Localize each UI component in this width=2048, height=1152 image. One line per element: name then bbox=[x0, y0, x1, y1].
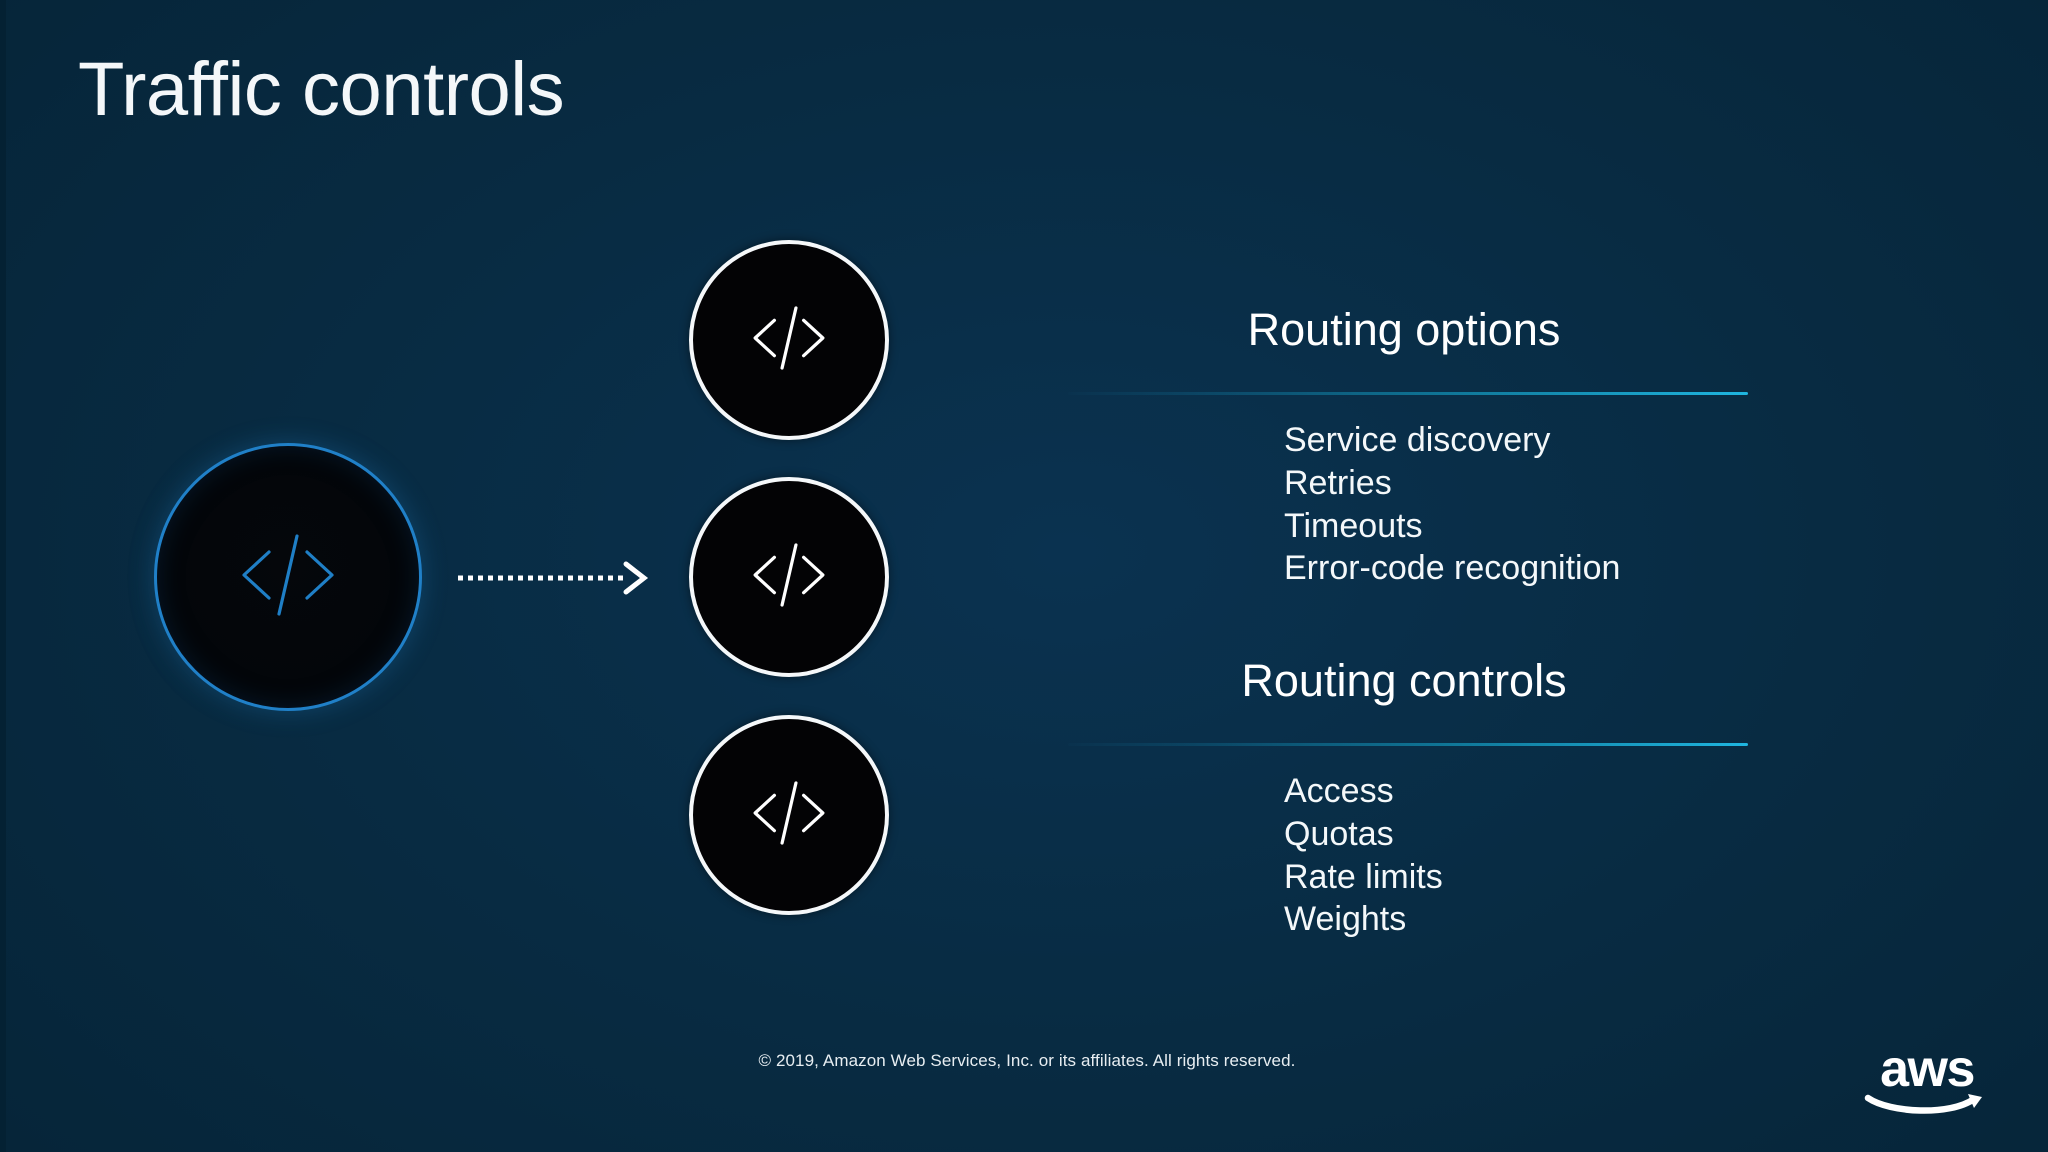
list-item: Timeouts bbox=[1284, 506, 1423, 545]
group-divider bbox=[1068, 392, 1748, 396]
routing-controls-list: Access Quotas Rate limits Weights bbox=[1068, 772, 1748, 939]
target-service-node[interactable] bbox=[689, 477, 889, 677]
routing-options-group: Routing options Service discovery Retrie… bbox=[1068, 305, 1748, 588]
group-heading: Routing controls bbox=[1241, 655, 1567, 707]
code-brackets-icon bbox=[739, 525, 839, 630]
group-divider bbox=[1068, 743, 1748, 747]
copyright-notice: © 2019, Amazon Web Services, Inc. or its… bbox=[758, 1051, 1296, 1070]
dotted-arrow-right-icon bbox=[454, 552, 664, 604]
list-item: Weights bbox=[1284, 900, 1407, 939]
target-service-node[interactable] bbox=[689, 715, 889, 915]
list-item: Rate limits bbox=[1284, 857, 1443, 896]
routing-options-list: Service discovery Retries Timeouts Error… bbox=[1068, 421, 1748, 588]
aws-logo: aws bbox=[1864, 1043, 1990, 1115]
source-service-node[interactable] bbox=[154, 443, 422, 711]
aws-smile-icon bbox=[1864, 1094, 1982, 1114]
page-title: Traffic controls bbox=[78, 47, 565, 132]
list-item: Service discovery bbox=[1284, 421, 1551, 460]
code-brackets-icon bbox=[739, 763, 839, 868]
routing-info-panel: Routing options Service discovery Retrie… bbox=[1068, 268, 1748, 943]
traffic-flow-diagram bbox=[6, 0, 1026, 1152]
group-heading: Routing options bbox=[1247, 304, 1561, 356]
routing-controls-group: Routing controls Access Quotas Rate limi… bbox=[1068, 656, 1748, 939]
code-brackets-icon bbox=[223, 510, 353, 645]
target-service-node[interactable] bbox=[689, 240, 889, 440]
list-item: Error-code recognition bbox=[1284, 549, 1621, 588]
list-item: Retries bbox=[1284, 463, 1392, 502]
list-item: Access bbox=[1284, 772, 1394, 811]
aws-wordmark: aws bbox=[1880, 1040, 1975, 1098]
list-item: Quotas bbox=[1284, 814, 1394, 853]
code-brackets-icon bbox=[739, 288, 839, 393]
